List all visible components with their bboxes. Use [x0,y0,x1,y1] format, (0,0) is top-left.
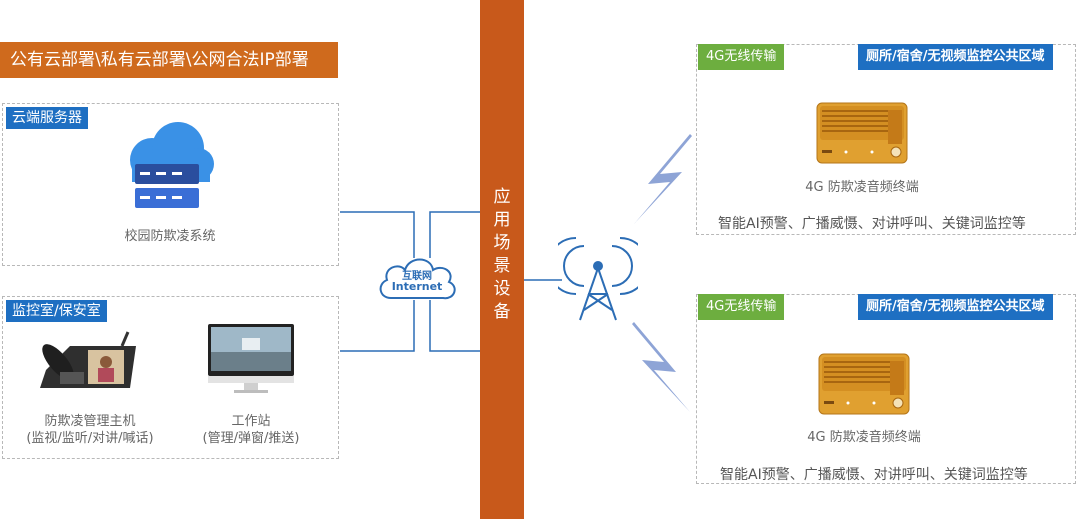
monitor-room-tag: 监控室/保安室 [6,300,107,322]
cloud-server-tag: 云端服务器 [6,107,88,129]
device-caption-2: 4G 防欺凌音频终端 [807,430,921,445]
workstation-caption-title: 工作站 [231,414,271,429]
area-tag-2: 厕所/宿舍/无视频监控公共区域 [858,294,1053,320]
features-text-1: 智能AI预警、广播威慑、对讲呼叫、关键词监控等 [718,216,1026,232]
internet-cloud-icon [379,258,456,300]
network-tag-2: 4G无线传输 [698,294,785,320]
workstation-monitor-icon [208,324,294,393]
scene-device-bar: 应 用 场 景 设 备 [480,0,524,519]
cloud-server-caption: 校园防欺凌系统 [124,229,216,244]
scene-device-label: 应 用 场 景 设 备 [493,187,511,322]
deployment-banner: 公有云部署\私有云部署\公网合法IP部署 [0,42,338,78]
host-caption-title: 防欺凌管理主机 [44,414,136,429]
lightning-bolt-icon-top [634,134,692,224]
host-caption-functions: (监视/监听/对讲/喊话) [26,431,154,446]
internet-label-cn: 互联网 [402,271,432,282]
radio-tower-icon [558,237,638,321]
internet-label-en: Internet [391,280,443,293]
device-caption-1: 4G 防欺凌音频终端 [805,180,919,195]
features-text-2: 智能AI预警、广播威慑、对讲呼叫、关键词监控等 [720,467,1028,483]
area-tag-1: 厕所/宿舍/无视频监控公共区域 [858,44,1053,70]
audio-terminal-icon-2 [818,353,910,415]
audio-terminal-icon-1 [816,102,908,164]
management-host-icon [40,331,136,388]
network-tag-1: 4G无线传输 [698,44,785,70]
cloud-server-icon [130,122,214,208]
lightning-bolt-icon-bottom [632,322,690,412]
workstation-caption-functions: (管理/弹窗/推送) [202,431,300,446]
